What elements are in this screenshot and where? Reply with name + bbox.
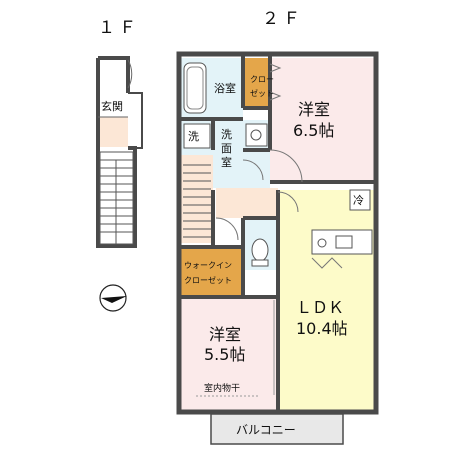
first-floor-plan: 玄関 xyxy=(96,56,143,248)
balcony-floor xyxy=(210,413,344,445)
bathtub xyxy=(183,62,207,114)
bath-label: 浴室 xyxy=(214,81,236,95)
svg-text:ゼット: ゼット xyxy=(250,88,274,98)
entrance-step xyxy=(98,117,128,147)
kitchen-counter xyxy=(311,229,373,255)
ldk-name: ＬＤＫ xyxy=(296,298,344,317)
svg-text:クロー: クロー xyxy=(250,75,274,84)
svg-text:室: 室 xyxy=(221,155,232,169)
entrance-floor xyxy=(98,93,128,117)
toilet-bowl xyxy=(251,238,269,262)
closet-label: クロー ゼット xyxy=(250,75,274,98)
svg-text:面: 面 xyxy=(221,142,232,155)
balcony-label: バルコニー xyxy=(236,423,296,437)
closet-top xyxy=(243,58,270,108)
svg-text:クローゼット: クローゼット xyxy=(184,275,232,285)
bedroom-6-5-name: 洋室 xyxy=(298,100,330,119)
bedroom-6-5-size: 6.5帖 xyxy=(293,121,334,140)
svg-text:ウォークイン: ウォークイン xyxy=(184,261,232,270)
bedroom-5-5-size: 5.5帖 xyxy=(204,345,245,364)
floor-label-2f: ２Ｆ xyxy=(262,9,304,29)
refrigerator-label: 冷 xyxy=(353,194,364,207)
bedroom-6-5-floor xyxy=(270,58,376,182)
indoor-drying-label: 室内物干 xyxy=(204,382,240,394)
washroom-label: 洗 面 室 xyxy=(221,128,232,169)
second-floor-stairs xyxy=(183,164,211,238)
bedroom-5-5-floor xyxy=(181,297,278,410)
floor-label-1f: １Ｆ xyxy=(98,18,140,38)
stairwell-floor xyxy=(181,155,213,243)
north-arrow-icon xyxy=(99,284,127,312)
first-floor-stairs xyxy=(99,151,134,245)
bedroom-5-5-name: 洋室 xyxy=(209,325,241,344)
washer-space xyxy=(183,123,211,149)
second-floor-plan xyxy=(176,51,379,445)
ldk-size: 10.4帖 xyxy=(296,319,348,338)
svg-text:洗: 洗 xyxy=(221,128,232,141)
walkin-closet-label: ウォークイン クローゼット xyxy=(184,261,232,285)
refrigerator-space xyxy=(349,189,371,211)
walkin-closet-floor xyxy=(181,249,243,297)
washbasin xyxy=(245,123,268,147)
hall-floor xyxy=(216,188,278,218)
entrance-label: 玄関 xyxy=(101,99,123,113)
washer-label: 洗 xyxy=(188,130,199,143)
